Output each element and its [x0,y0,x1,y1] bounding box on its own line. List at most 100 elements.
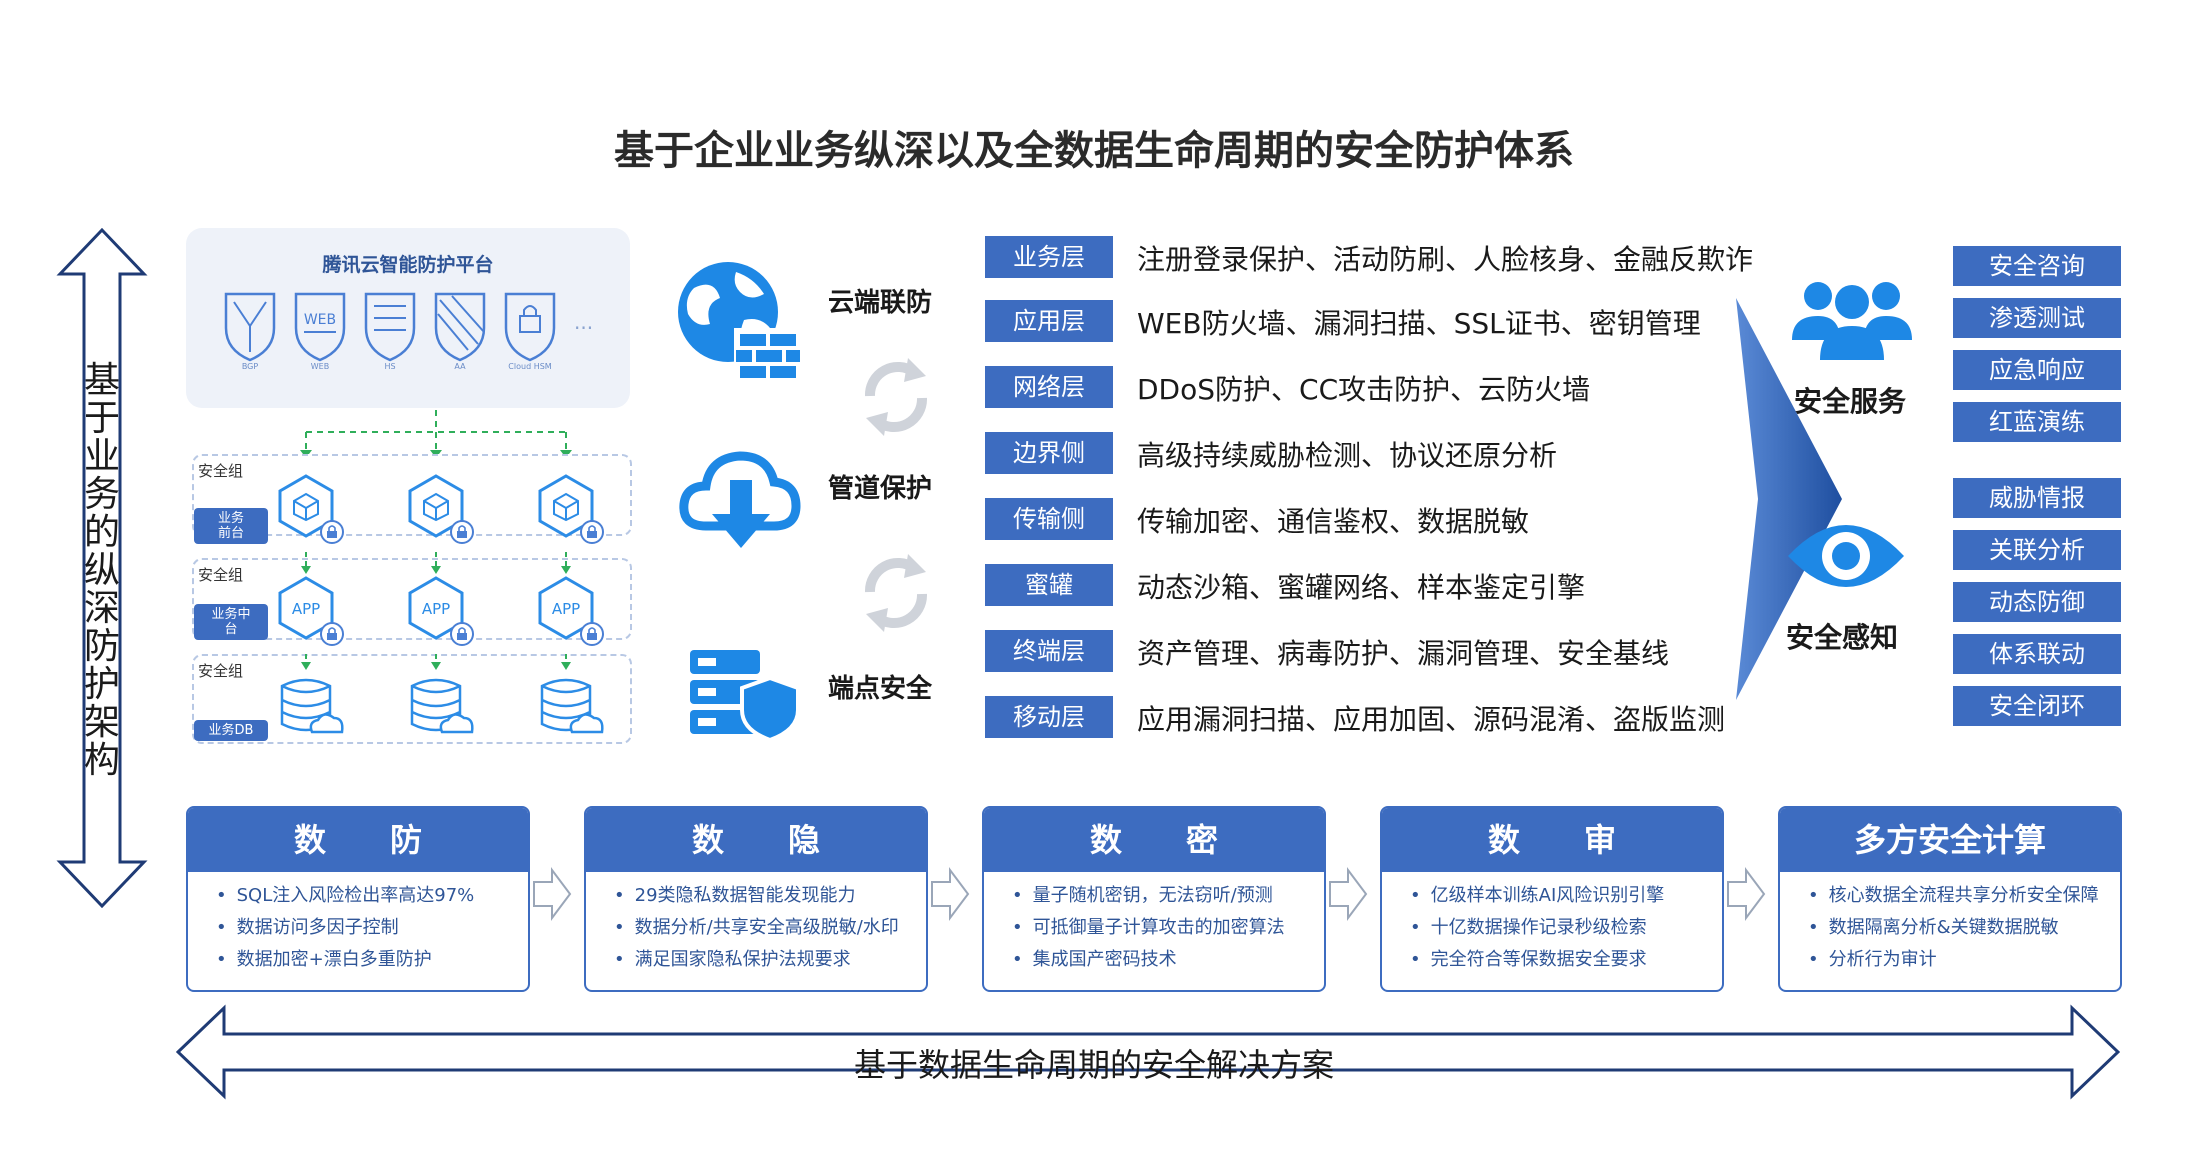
stripe-shield-icon [434,292,486,362]
card-items: 核心数据全流程共享分析安全保障数据隔离分析&关键数据脱敏分析行为审计 [1780,872,2120,976]
card-item: 29类隐私数据智能发现能力 [614,880,926,912]
cloud-download-icon [679,451,801,548]
horizontal-double-arrow [176,1004,2120,1100]
app-icon-text: APP [552,600,580,618]
web-shield-icon: WEB [294,292,346,362]
security-group-tag: 业务中 台 [194,604,268,640]
flow-arrow-icon [931,867,970,921]
layer-tag: 网络层 [985,366,1113,408]
security-perception-item: 关联分析 [1953,530,2121,570]
card-item: 数据隔离分析&关键数据脱敏 [1808,912,2120,944]
left-label-char: 业 [83,436,120,477]
card-item: SQL注入风险检出率高达97% [216,880,528,912]
shield-label-aa: AA [454,362,466,371]
card-item: 集成国产密码技术 [1012,944,1324,976]
middle-label-endpoint: 端点安全 [828,674,933,704]
left-label-char: 护 [83,664,120,705]
card-item: 可抵御量子计算攻击的加密算法 [1012,912,1324,944]
tag-text: 业务中 台 [211,607,251,637]
card-items: 亿级样本训练AI风险识别引擎十亿数据操作记录秒级检索完全符合等保数据安全要求 [1382,872,1722,976]
layer-tag: 蜜罐 [985,564,1113,606]
layer-tag: 终端层 [985,630,1113,672]
lock-shield-icon [504,292,556,362]
layer-desc: DDoS防护、CC攻击防护、云防火墙 [1137,373,1591,406]
connector-arrow [561,654,571,670]
layer-tag: 传输侧 [985,498,1113,540]
flow-arrow-icon [1329,867,1368,921]
eye-icon [1788,525,1904,587]
vertical-double-arrow [56,228,148,908]
security-service-item: 应急响应 [1953,350,2121,390]
globe-firewall-icon [678,262,804,386]
database-cloud-icon [280,678,344,734]
big-chevron [1736,298,1842,700]
tag-text: 业务 前台 [217,511,244,541]
left-axis-label: 基于业务的纵深防护架构 [78,362,126,780]
card-title: 数 隐 [586,808,926,872]
app-hexagon-icon: APP [278,576,344,646]
capability-card: 数 审亿级样本训练AI风险识别引擎十亿数据操作记录秒级检索完全符合等保数据安全要… [1380,806,1724,992]
card-item: 亿级样本训练AI风险识别引擎 [1410,880,1722,912]
middle-label-cloud: 云端联防 [828,288,933,318]
card-item: 分析行为审计 [1808,944,2120,976]
cube-hexagon-icon [278,474,344,544]
security-group-icons: APP APP APP [278,474,604,734]
left-label-char: 纵 [83,550,120,591]
database-cloud-icon [540,678,604,734]
bottom-label: 基于数据生命周期的安全解决方案 [853,1046,1334,1084]
card-title: 多方安全计算 [1780,808,2120,872]
layer-desc: WEB防火墙、漏洞扫描、SSL证书、密钥管理 [1137,307,1701,340]
layer-tag: 边界侧 [985,432,1113,474]
card-title: 数 防 [188,808,528,872]
app-icon-text: APP [422,600,450,618]
connector-arrow [431,552,441,574]
card-item: 数据分析/共享安全高级脱敏/水印 [614,912,926,944]
cycle-arrows-icon [865,358,927,436]
security-group-tag: 业务 前台 [194,508,268,544]
cycle-arrows-icon [865,554,927,632]
shield-label-web: WEB [310,362,330,371]
card-item: 完全符合等保数据安全要求 [1410,944,1722,976]
layer-desc: 传输加密、通信鉴权、数据脱敏 [1137,505,1530,538]
card-title: 数 审 [1382,808,1722,872]
left-label-char: 防 [83,626,120,667]
security-service-item: 红蓝演练 [1953,402,2121,442]
security-perception-item: 威胁情报 [1953,478,2121,518]
platform-panel [186,228,630,408]
layer-tag: 应用层 [985,300,1113,342]
shield-label-cloud-hsm: Cloud HSM [508,362,552,371]
left-label-char: 架 [83,702,120,743]
cube-hexagon-icon [408,474,474,544]
app-icon-text: APP [292,600,320,618]
left-label-char: 基 [83,360,120,401]
card-flow-arrows [533,867,1766,921]
server-shield-icon [690,650,800,740]
app-hexagon-icon: APP [538,576,604,646]
platform-shields: WEB [224,292,556,362]
shield-icon [224,292,276,362]
layer-desc: 应用漏洞扫描、应用加固、源码混淆、盗版监测 [1137,703,1726,736]
left-label-char: 于 [83,398,120,439]
middle-label-pipe: 管道保护 [828,474,933,504]
shield-label-hs: HS [384,362,396,371]
card-items: SQL注入风险检出率高达97%数据访问多因子控制数据加密+漂白多重防护 [188,872,528,976]
security-group-title: 安全组 [198,566,244,584]
security-group-title: 安全组 [198,662,244,680]
shield-label-bgp: BGP [241,362,259,371]
connector-arrow [431,654,441,670]
card-item: 核心数据全流程共享分析安全保障 [1808,880,2120,912]
flow-arrow-icon [1727,867,1766,921]
security-service-title: 安全服务 [1794,385,1907,418]
security-group-title: 安全组 [198,462,244,480]
platform-title: 腾讯云智能防护平台 [322,254,494,276]
capability-card: 数 防SQL注入风险检出率高达97%数据访问多因子控制数据加密+漂白多重防护 [186,806,530,992]
cube-hexagon-icon [538,474,604,544]
left-label-char: 深 [83,588,120,629]
svg-text:WEB: WEB [304,312,336,328]
platform-connectors [300,410,572,458]
connector-arrow [301,552,311,574]
security-service-item: 安全咨询 [1953,246,2121,286]
left-label-char: 务 [83,474,120,515]
layer-tag: 业务层 [985,236,1113,278]
capability-card: 多方安全计算核心数据全流程共享分析安全保障数据隔离分析&关键数据脱敏分析行为审计 [1778,806,2122,992]
